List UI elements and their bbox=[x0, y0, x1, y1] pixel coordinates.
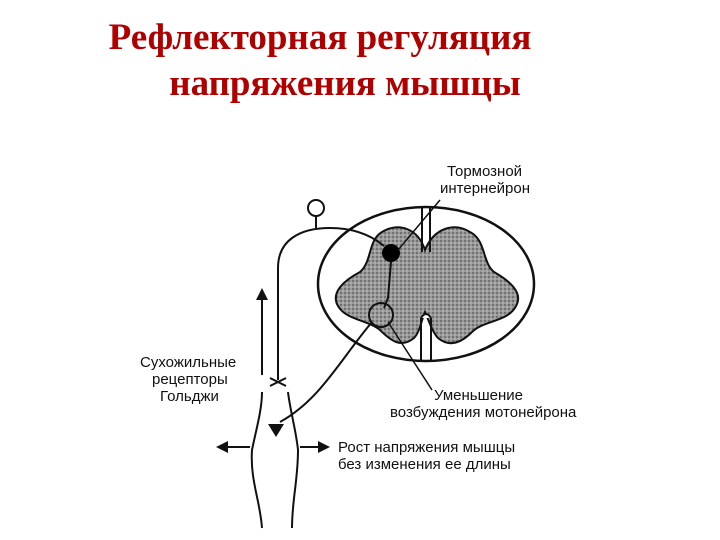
decrease-label-2: возбуждения мотонейрона bbox=[390, 404, 577, 421]
ventral-fissure bbox=[420, 313, 432, 362]
tension-arrow-left-head bbox=[216, 441, 228, 453]
muscle-left-edge bbox=[250, 391, 263, 529]
golgi-label-2: рецепторы bbox=[152, 371, 228, 388]
efferent-arrow-head bbox=[268, 424, 284, 437]
title-line-1: Рефлекторная регуляция bbox=[108, 17, 532, 58]
afferent-fiber bbox=[277, 226, 385, 380]
interneuron-body bbox=[382, 244, 400, 262]
dorsal-fissure bbox=[421, 208, 431, 252]
grey-matter bbox=[334, 226, 519, 345]
interneuron-label-1: Тормозной bbox=[447, 163, 523, 180]
afferent-arrow-head bbox=[256, 288, 268, 300]
motoneuron-leader bbox=[387, 321, 433, 391]
muscle-right-edge bbox=[287, 391, 300, 529]
tension-arrow-right-head bbox=[318, 441, 330, 453]
interneuron-leader bbox=[397, 199, 441, 251]
decrease-label-1: Уменьшение bbox=[434, 387, 523, 404]
spinal-ganglion bbox=[307, 199, 325, 217]
golgi-label-1: Сухожильные bbox=[140, 354, 237, 371]
motoneuron-body bbox=[368, 302, 394, 328]
title-line-2: напряжения мышцы bbox=[169, 63, 521, 104]
golgi-receptor bbox=[269, 377, 287, 387]
growth-label-2: без изменения ее длины bbox=[338, 456, 511, 473]
growth-label-1: Рост напряжения мышцы bbox=[338, 439, 516, 456]
golgi-label-3: Гольджи bbox=[160, 388, 219, 405]
interneuron-label-2: интернейрон bbox=[440, 180, 531, 197]
